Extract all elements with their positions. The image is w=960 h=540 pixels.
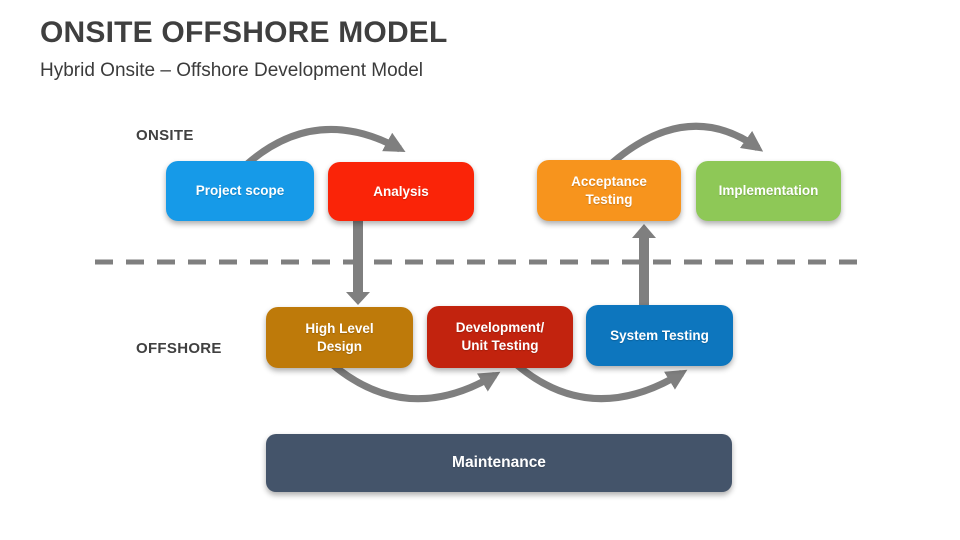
arrow-project-scope-to-analysis: [243, 125, 406, 168]
arrow-system-testing-to-acceptance: [632, 224, 656, 308]
node-maintenance: Maintenance: [266, 434, 732, 492]
arrow-development-to-system-testing: [514, 362, 688, 402]
node-implementation: Implementation: [696, 161, 841, 221]
node-analysis: Analysis: [328, 162, 474, 221]
page-title: ONSITE OFFSHORE MODEL: [40, 16, 448, 49]
arrow-hld-to-development: [330, 362, 501, 403]
arrow-acceptance-to-implementation: [609, 122, 764, 166]
node-development-unit-testing: Development/ Unit Testing: [427, 306, 573, 368]
node-high-level-design: High Level Design: [266, 307, 413, 368]
page-subtitle: Hybrid Onsite – Offshore Development Mod…: [40, 60, 423, 81]
node-system-testing: System Testing: [586, 305, 733, 366]
onsite-zone-label: ONSITE: [136, 127, 194, 144]
node-project-scope: Project scope: [166, 161, 314, 221]
arrow-analysis-to-high-level-design: [346, 220, 370, 305]
node-acceptance-testing: Acceptance Testing: [537, 160, 681, 221]
offshore-zone-label: OFFSHORE: [136, 340, 222, 357]
